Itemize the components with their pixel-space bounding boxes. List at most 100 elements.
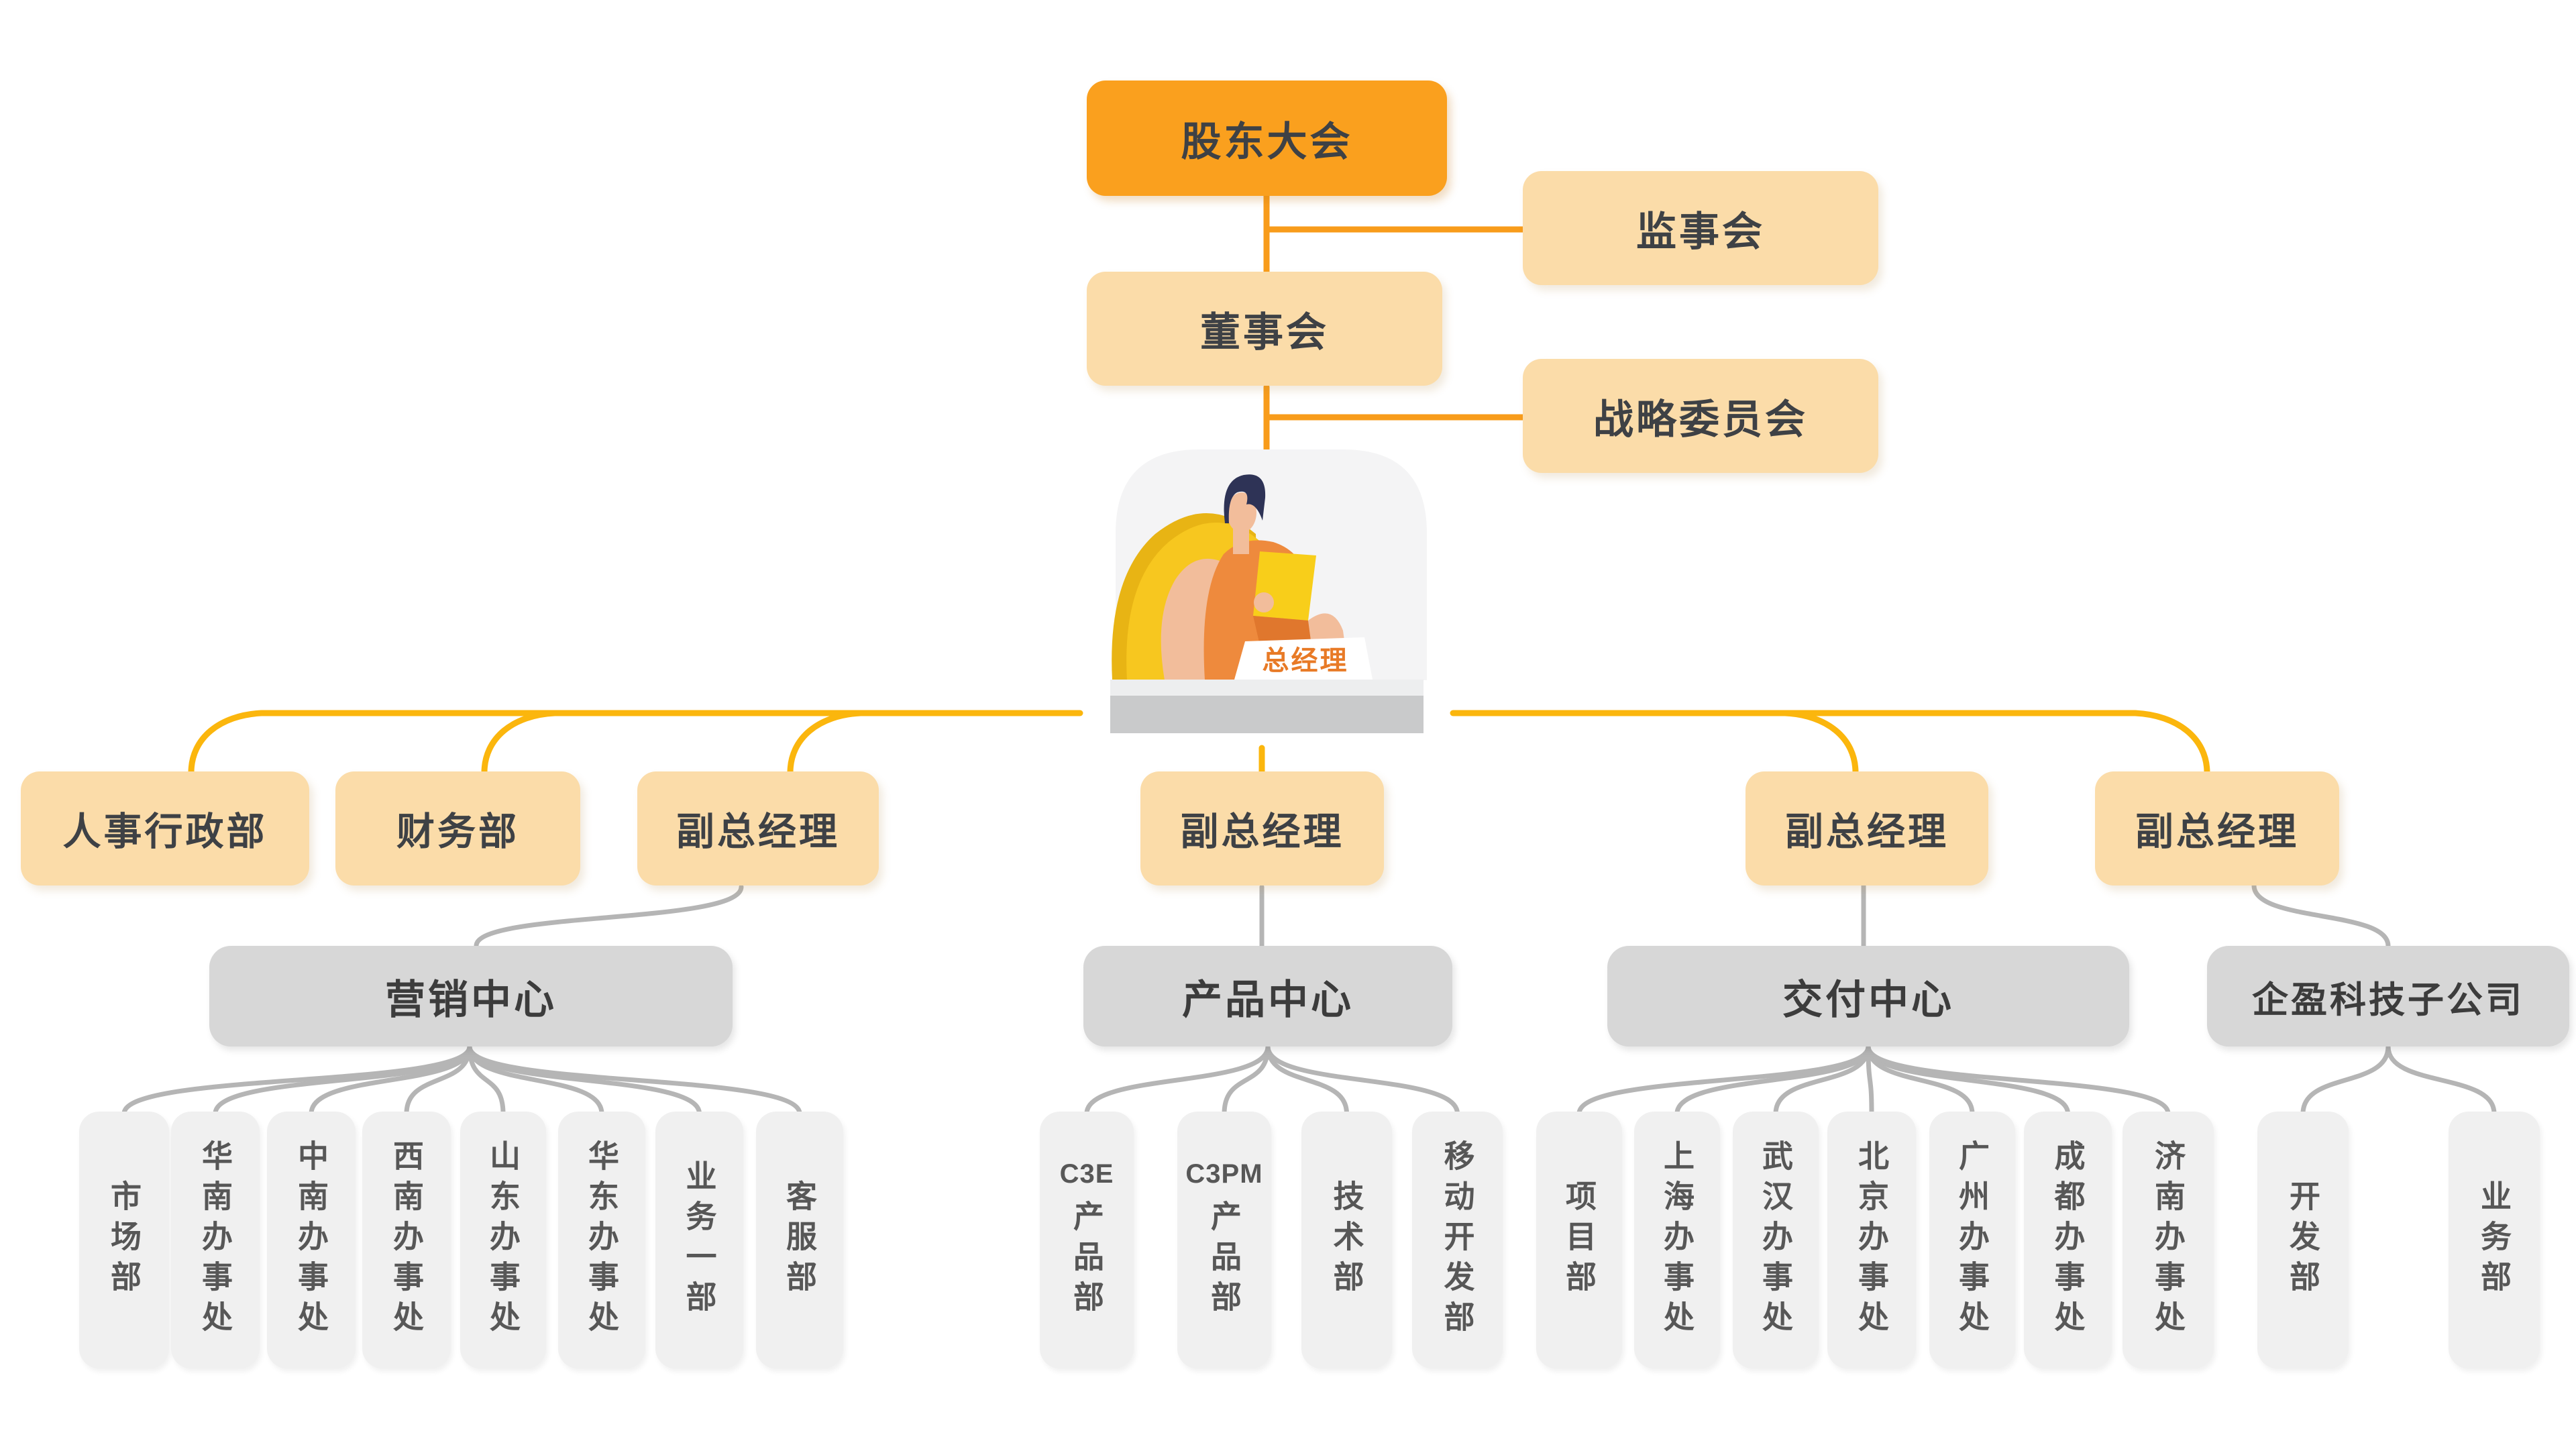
leaf-label: 北京办事处 — [1854, 1139, 1889, 1341]
connector — [1866, 1044, 1874, 1116]
node-label: 董事会 — [1200, 309, 1329, 355]
node-subsidiary[interactable]: 企盈科技子公司 — [2207, 946, 2569, 1046]
leaf-delivery-4[interactable]: 广州办事处 — [1929, 1112, 2015, 1368]
node-vp-subsidiary[interactable]: 副总经理 — [2095, 771, 2339, 885]
node-label: 营销中心 — [385, 977, 557, 1022]
leaf-label: 业务部 — [2477, 1179, 2512, 1301]
node-delivery-center[interactable]: 交付中心 — [1607, 946, 2129, 1046]
leaf-marketing-1[interactable]: 华南办事处 — [171, 1112, 260, 1368]
top-connectors — [1263, 193, 1527, 454]
connector — [2251, 883, 2391, 949]
leaf-delivery-5[interactable]: 成都办事处 — [2024, 1112, 2112, 1368]
node-hr-admin[interactable]: 人事行政部 — [21, 771, 309, 885]
leaf-delivery-2[interactable]: 武汉办事处 — [1733, 1112, 1819, 1368]
leaf-marketing-7[interactable]: 客服部 — [756, 1112, 843, 1368]
node-label: 人事行政部 — [62, 810, 268, 853]
leaf-subsidiary-1[interactable]: 业务部 — [2449, 1112, 2540, 1368]
desk-top — [1110, 680, 1424, 696]
leaf-delivery-3[interactable]: 北京办事处 — [1827, 1112, 1916, 1368]
leaf-label: 市场部 — [107, 1179, 142, 1301]
connector — [1222, 1044, 1271, 1116]
node-label: 副总经理 — [1180, 810, 1344, 853]
connector — [1866, 1044, 2171, 1116]
leaf-label: 技术部 — [1329, 1179, 1364, 1301]
node-marketing-center[interactable]: 营销中心 — [209, 946, 733, 1046]
connector — [1773, 1044, 1871, 1116]
leaf-delivery-0[interactable]: 项目部 — [1536, 1112, 1622, 1368]
person-hair — [1224, 474, 1266, 523]
connector — [1674, 1044, 1871, 1116]
leaf-label: 中南办事处 — [294, 1139, 329, 1341]
node-label: 企盈科技子公司 — [2252, 979, 2524, 1020]
connector — [474, 884, 744, 949]
connector — [2132, 710, 2210, 776]
node-label: 财务部 — [396, 810, 519, 853]
center-fan-connectors — [121, 1044, 2497, 1116]
connector — [787, 710, 864, 776]
connector — [1576, 1044, 1871, 1116]
leaf-latin-label: C3PM — [1185, 1159, 1263, 1189]
leaf-delivery-1[interactable]: 上海办事处 — [1634, 1112, 1720, 1368]
leaf-label: 项目部 — [1562, 1179, 1597, 1301]
leaf-marketing-4[interactable]: 山东办事处 — [460, 1112, 546, 1368]
leaf-marketing-3[interactable]: 西南办事处 — [362, 1112, 451, 1368]
leaf-marketing-0[interactable]: 市场部 — [79, 1112, 169, 1368]
connector — [467, 1044, 506, 1116]
leaf-subsidiary-0[interactable]: 开发部 — [2257, 1112, 2349, 1368]
connector — [1782, 710, 1859, 776]
leaf-product-2[interactable]: 技术部 — [1301, 1112, 1392, 1368]
leaf-label: 成都办事处 — [2050, 1139, 2086, 1341]
node-label: 副总经理 — [676, 810, 840, 853]
leaf-label: 产品部 — [1207, 1200, 1242, 1321]
vp-center-connectors — [474, 883, 2391, 949]
node-label: 股东大会 — [1181, 119, 1353, 164]
node-vp-product[interactable]: 副总经理 — [1140, 771, 1384, 885]
connector — [467, 1044, 802, 1116]
leaf-label: 西南办事处 — [389, 1139, 424, 1341]
leaf-marketing-2[interactable]: 中南办事处 — [267, 1112, 356, 1368]
node-label: 产品中心 — [1182, 977, 1354, 1022]
leaf-label: 华南办事处 — [198, 1139, 233, 1341]
leaf-label: 业务一部 — [682, 1159, 717, 1321]
connector — [309, 1044, 472, 1116]
node-label: 交付中心 — [1782, 977, 1954, 1022]
leaf-product-3[interactable]: 移动开发部 — [1412, 1112, 1503, 1368]
connector — [2300, 1044, 2391, 1116]
leaf-label: 客服部 — [782, 1179, 817, 1301]
node-vp-delivery[interactable]: 副总经理 — [1746, 771, 1988, 885]
leaf-label: 山东办事处 — [486, 1139, 521, 1341]
gm-name-sign — [1234, 637, 1373, 680]
leaf-label: 开发部 — [2286, 1179, 2320, 1301]
node-product-center[interactable]: 产品中心 — [1083, 946, 1452, 1046]
node-board[interactable]: 董事会 — [1087, 272, 1442, 386]
leaf-label: 广州办事处 — [1955, 1139, 1990, 1341]
connector — [1265, 1044, 1349, 1116]
connector — [1265, 1044, 1460, 1116]
node-shareholders[interactable]: 股东大会 — [1087, 80, 1447, 196]
node-finance[interactable]: 财务部 — [335, 771, 580, 885]
person-hand — [1254, 592, 1274, 612]
node-supervisors[interactable]: 监事会 — [1523, 171, 1878, 285]
node-general-manager[interactable]: 总经理 — [1234, 637, 1373, 680]
connector — [1866, 1044, 1975, 1116]
connector — [2385, 1044, 2497, 1116]
leaf-label: 产品部 — [1069, 1200, 1104, 1321]
connector — [481, 710, 558, 776]
leaf-marketing-6[interactable]: 业务一部 — [655, 1112, 743, 1368]
connector — [1084, 1044, 1271, 1116]
node-strategy-committee[interactable]: 战略委员会 — [1523, 359, 1878, 473]
gm-label: 总经理 — [1263, 646, 1349, 676]
desk-front — [1110, 696, 1424, 733]
leaf-product-1[interactable]: C3PM 产品部 — [1177, 1112, 1271, 1368]
leaf-label: 上海办事处 — [1660, 1139, 1695, 1341]
leaf-marketing-5[interactable]: 华东办事处 — [558, 1112, 645, 1368]
node-vp-marketing[interactable]: 副总经理 — [637, 771, 879, 885]
node-label: 副总经理 — [2135, 810, 2299, 853]
leaf-delivery-6[interactable]: 济南办事处 — [2123, 1112, 2214, 1368]
connector — [404, 1044, 472, 1116]
leaf-label: 武汉办事处 — [1758, 1139, 1793, 1341]
gm-illustration: 总经理 — [1110, 449, 1427, 733]
